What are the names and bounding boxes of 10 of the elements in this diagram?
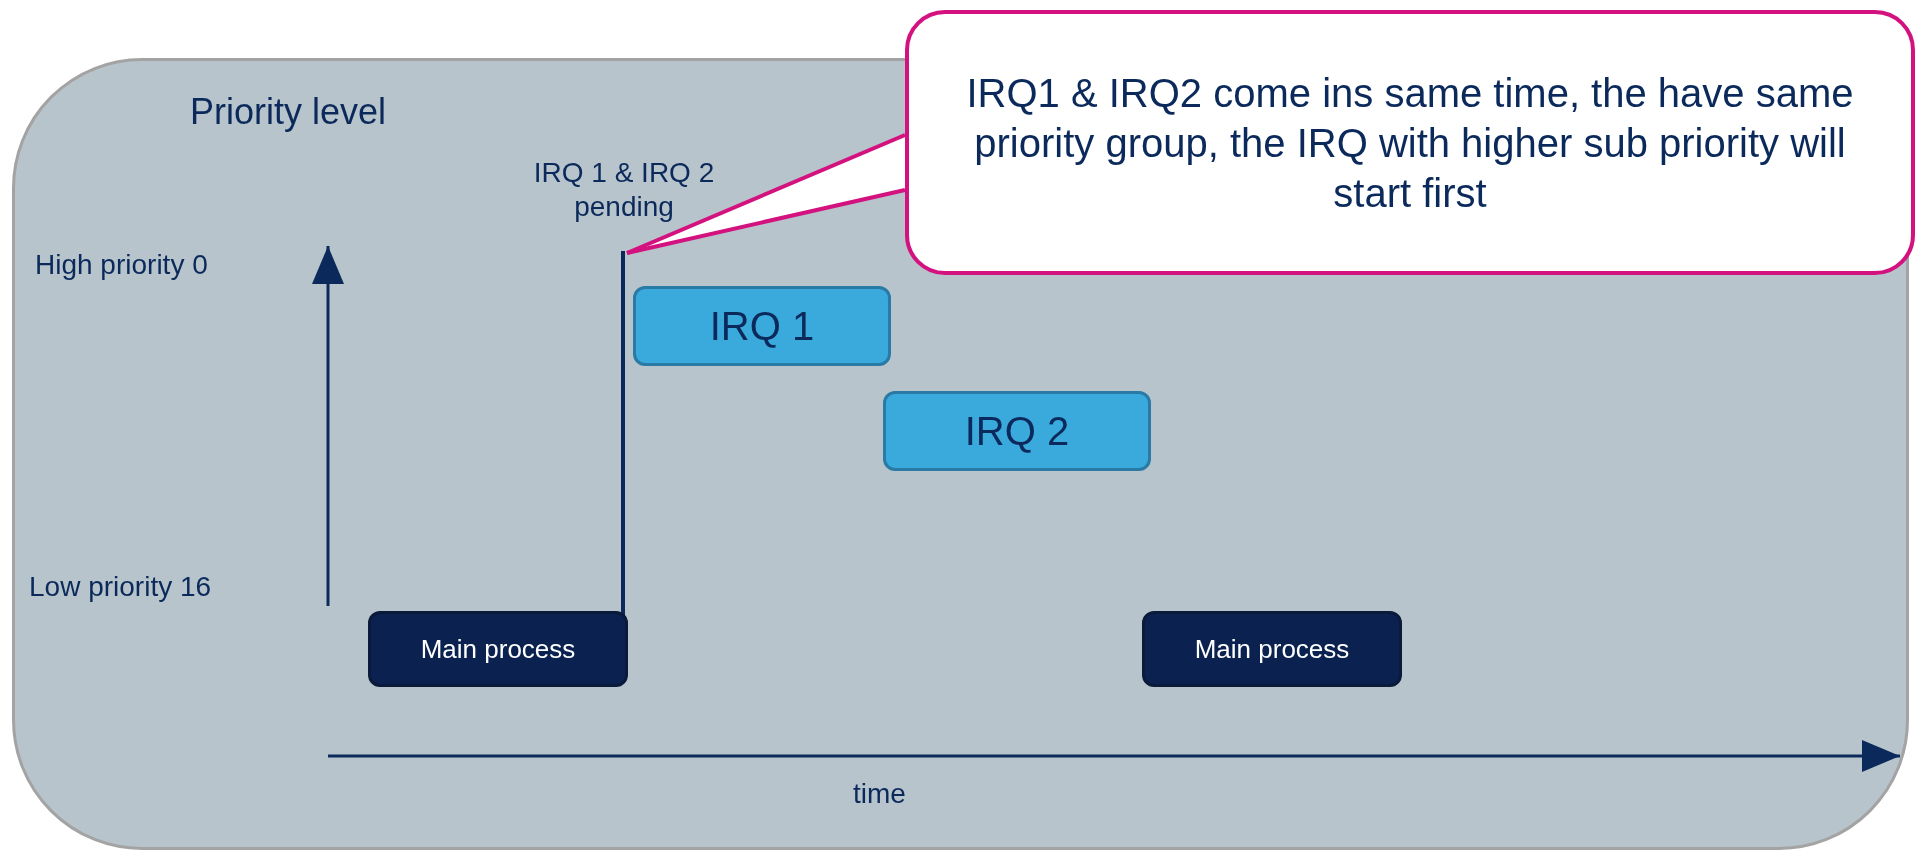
- process-box: Main process: [1142, 611, 1402, 687]
- axis-label: High priority 0: [35, 249, 208, 281]
- interrupt-box: IRQ 2: [883, 391, 1151, 471]
- process-box: Main process: [368, 611, 628, 687]
- axis-label: Low priority 16: [29, 571, 212, 603]
- pending-label: IRQ 1 & IRQ 2 pending: [532, 156, 716, 224]
- interrupt-box: IRQ 1: [633, 286, 891, 366]
- callout-box: IRQ1 & IRQ2 come ins same time, the have same priority group, the IRQ with higher sub priority will start first: [905, 10, 1915, 275]
- panel-heading: Priority level: [190, 91, 387, 133]
- axis-label: time: [853, 778, 906, 810]
